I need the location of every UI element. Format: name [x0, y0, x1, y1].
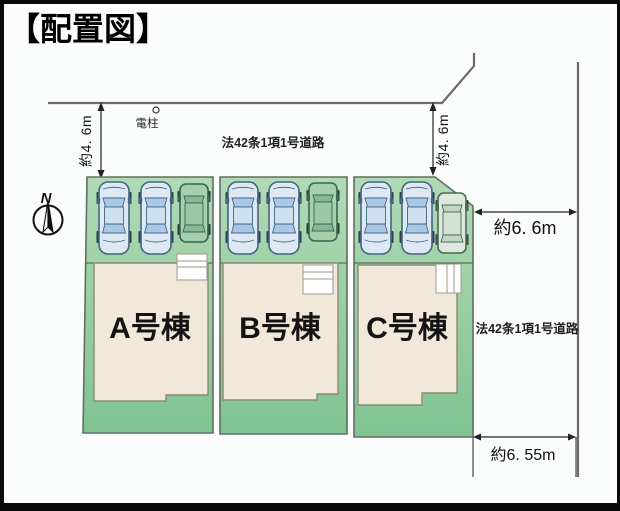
- north-arrow: N: [32, 190, 64, 236]
- lot-b: B号棟: [219, 176, 348, 435]
- porch-a: [176, 253, 208, 281]
- road-label-top: 法42条1項1号道路: [222, 135, 325, 150]
- dimension-road-south-label: 約6. 55m: [491, 446, 556, 464]
- building-b-footprint: [222, 262, 339, 401]
- car-a1-sedan-icon: [95, 181, 133, 255]
- dimension-frontage-left: 約4. 6m: [78, 102, 105, 179]
- road-edge-top: [48, 53, 476, 105]
- dimension-frontage-right-label: 約4. 6m: [435, 114, 451, 166]
- lot-a: A号棟: [82, 176, 214, 434]
- utility-pole-label: 電柱: [136, 116, 159, 130]
- car-c2-sedan-icon: [398, 181, 436, 255]
- car-a2-sedan-icon: [137, 181, 175, 255]
- car-c1-sedan-icon: [357, 181, 395, 255]
- dimension-frontage-right: 約4. 6m: [429, 102, 451, 176]
- dimension-road-east: 約6. 6m: [474, 208, 577, 238]
- car-b1-sedan-icon: [224, 181, 262, 255]
- page-title: 【配置図】: [8, 11, 168, 47]
- utility-pole-icon: [152, 106, 160, 114]
- building-c-label: C号棟: [366, 312, 449, 345]
- car-c3-compact-icon: [434, 192, 470, 254]
- building-a-label: A号棟: [109, 312, 192, 345]
- dimension-frontage-left-label: 約4. 6m: [78, 115, 94, 167]
- road-label-right: 法42条1項1号道路: [476, 321, 579, 336]
- dimension-road-south: 約6. 55m: [472, 433, 577, 477]
- building-b-label: B号棟: [239, 312, 322, 345]
- dimension-road-east-label: 約6. 6m: [493, 218, 556, 238]
- porch-b: [302, 264, 334, 295]
- car-b3-compact-icon: [305, 182, 341, 242]
- car-b2-sedan-icon: [265, 181, 303, 255]
- porch-c: [435, 263, 462, 294]
- car-a3-compact-icon: [176, 183, 212, 243]
- lot-c: C号棟: [353, 176, 474, 438]
- north-arrow-label: N: [41, 190, 53, 207]
- building-a-footprint: [93, 262, 209, 402]
